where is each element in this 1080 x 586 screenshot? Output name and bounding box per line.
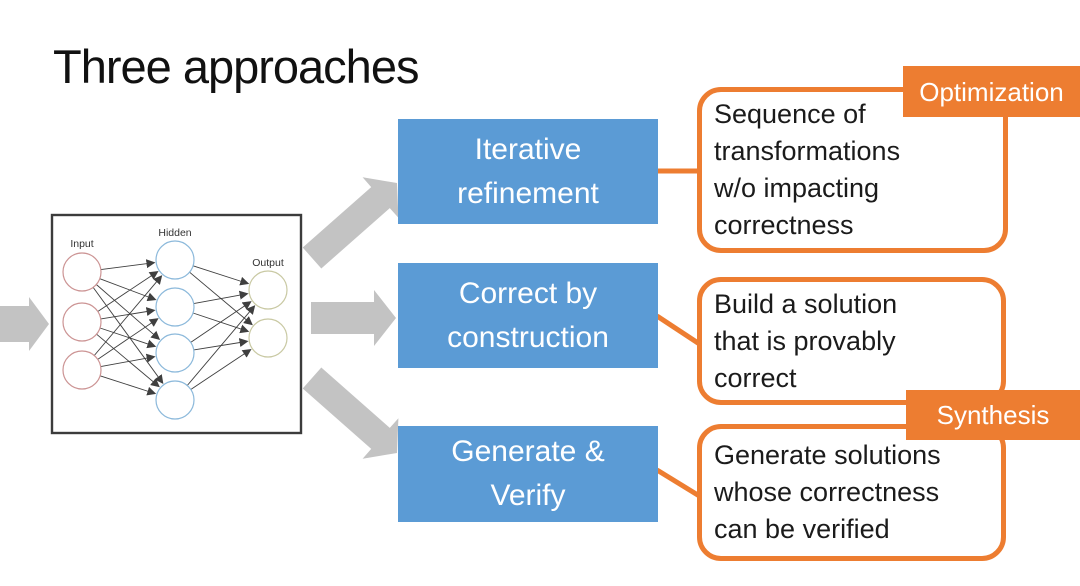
approach-box-generate-and-verify: Generate &Verify <box>398 426 658 522</box>
badge-optimization: Optimization <box>903 66 1080 117</box>
nn-layer-label: Input <box>70 238 93 250</box>
flow-arrows <box>0 177 399 459</box>
slide-title: Three approaches <box>53 40 419 93</box>
callout-connectors <box>655 168 703 500</box>
badge-synthesis: Synthesis <box>906 390 1080 440</box>
nn-layer-label: Hidden <box>158 227 191 239</box>
nn-layer-label: Output <box>252 257 284 269</box>
